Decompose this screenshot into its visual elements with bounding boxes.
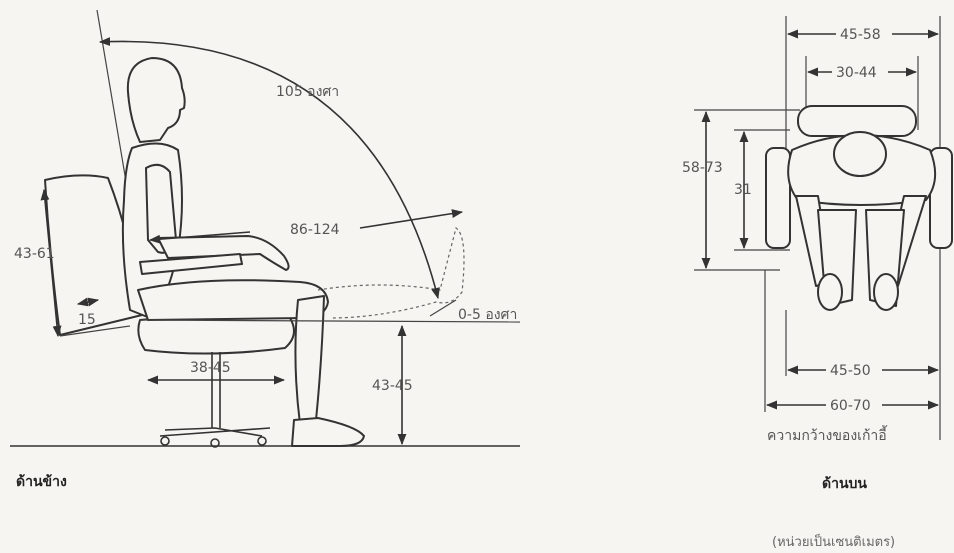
reach-dimension	[359, 209, 464, 229]
seat-width-label: 45-50	[830, 363, 871, 379]
seat-plane-line	[139, 319, 521, 323]
lumbar-dimension	[76, 297, 100, 307]
top-view: 45-58 30-44 58-73 31 45-	[682, 16, 953, 492]
inner-top-label: 30-44	[836, 65, 877, 81]
top-armrest-left	[765, 147, 791, 249]
top-figure-head	[833, 131, 887, 177]
unit-note: (หน่วยเป็นเซนติเมตร)	[772, 532, 895, 550]
side-view-caption: ด้านข้าง	[16, 474, 67, 490]
figure-shin	[294, 295, 325, 425]
depth-outer-label: 58-73	[682, 160, 723, 176]
lumbar-label: 15	[78, 312, 96, 328]
seat-tilt-line	[429, 299, 457, 317]
reach-dimension-left	[148, 231, 251, 244]
backrest-height-label: 43-61	[14, 246, 55, 262]
depth-inner-label: 31	[734, 182, 752, 198]
caster-mid	[210, 438, 220, 448]
reach-label: 86-124	[290, 222, 340, 238]
figure-foot	[291, 417, 365, 447]
chair-width-description: ความกว้างของเก้าอี้	[767, 425, 888, 444]
seat-tilt-label: 0-5 องศา	[458, 307, 517, 323]
backrest-height-dimension	[40, 188, 62, 338]
caster-right	[257, 436, 267, 446]
angle-arc-105	[98, 37, 440, 300]
seat-height-label: 43-45	[372, 378, 413, 394]
chair-width-label: 60-70	[830, 398, 871, 414]
seat-depth-label: 38-45	[190, 360, 231, 376]
top-figure-hand-right	[873, 273, 899, 311]
top-view-caption: ด้านบน	[822, 476, 867, 492]
angle-105-label: 105 องศา	[276, 84, 339, 100]
chair-base	[159, 427, 271, 437]
figure-head	[126, 57, 186, 143]
overall-top-label: 45-58	[840, 27, 881, 43]
lumbar-base-line	[59, 325, 131, 337]
caster-left	[160, 436, 170, 446]
side-view: 105 องศา 86-124 0-5 องศา 43-61 15 38-45 …	[10, 9, 521, 490]
top-figure-hand-left	[817, 273, 843, 311]
extended-leg-outline	[317, 227, 465, 319]
